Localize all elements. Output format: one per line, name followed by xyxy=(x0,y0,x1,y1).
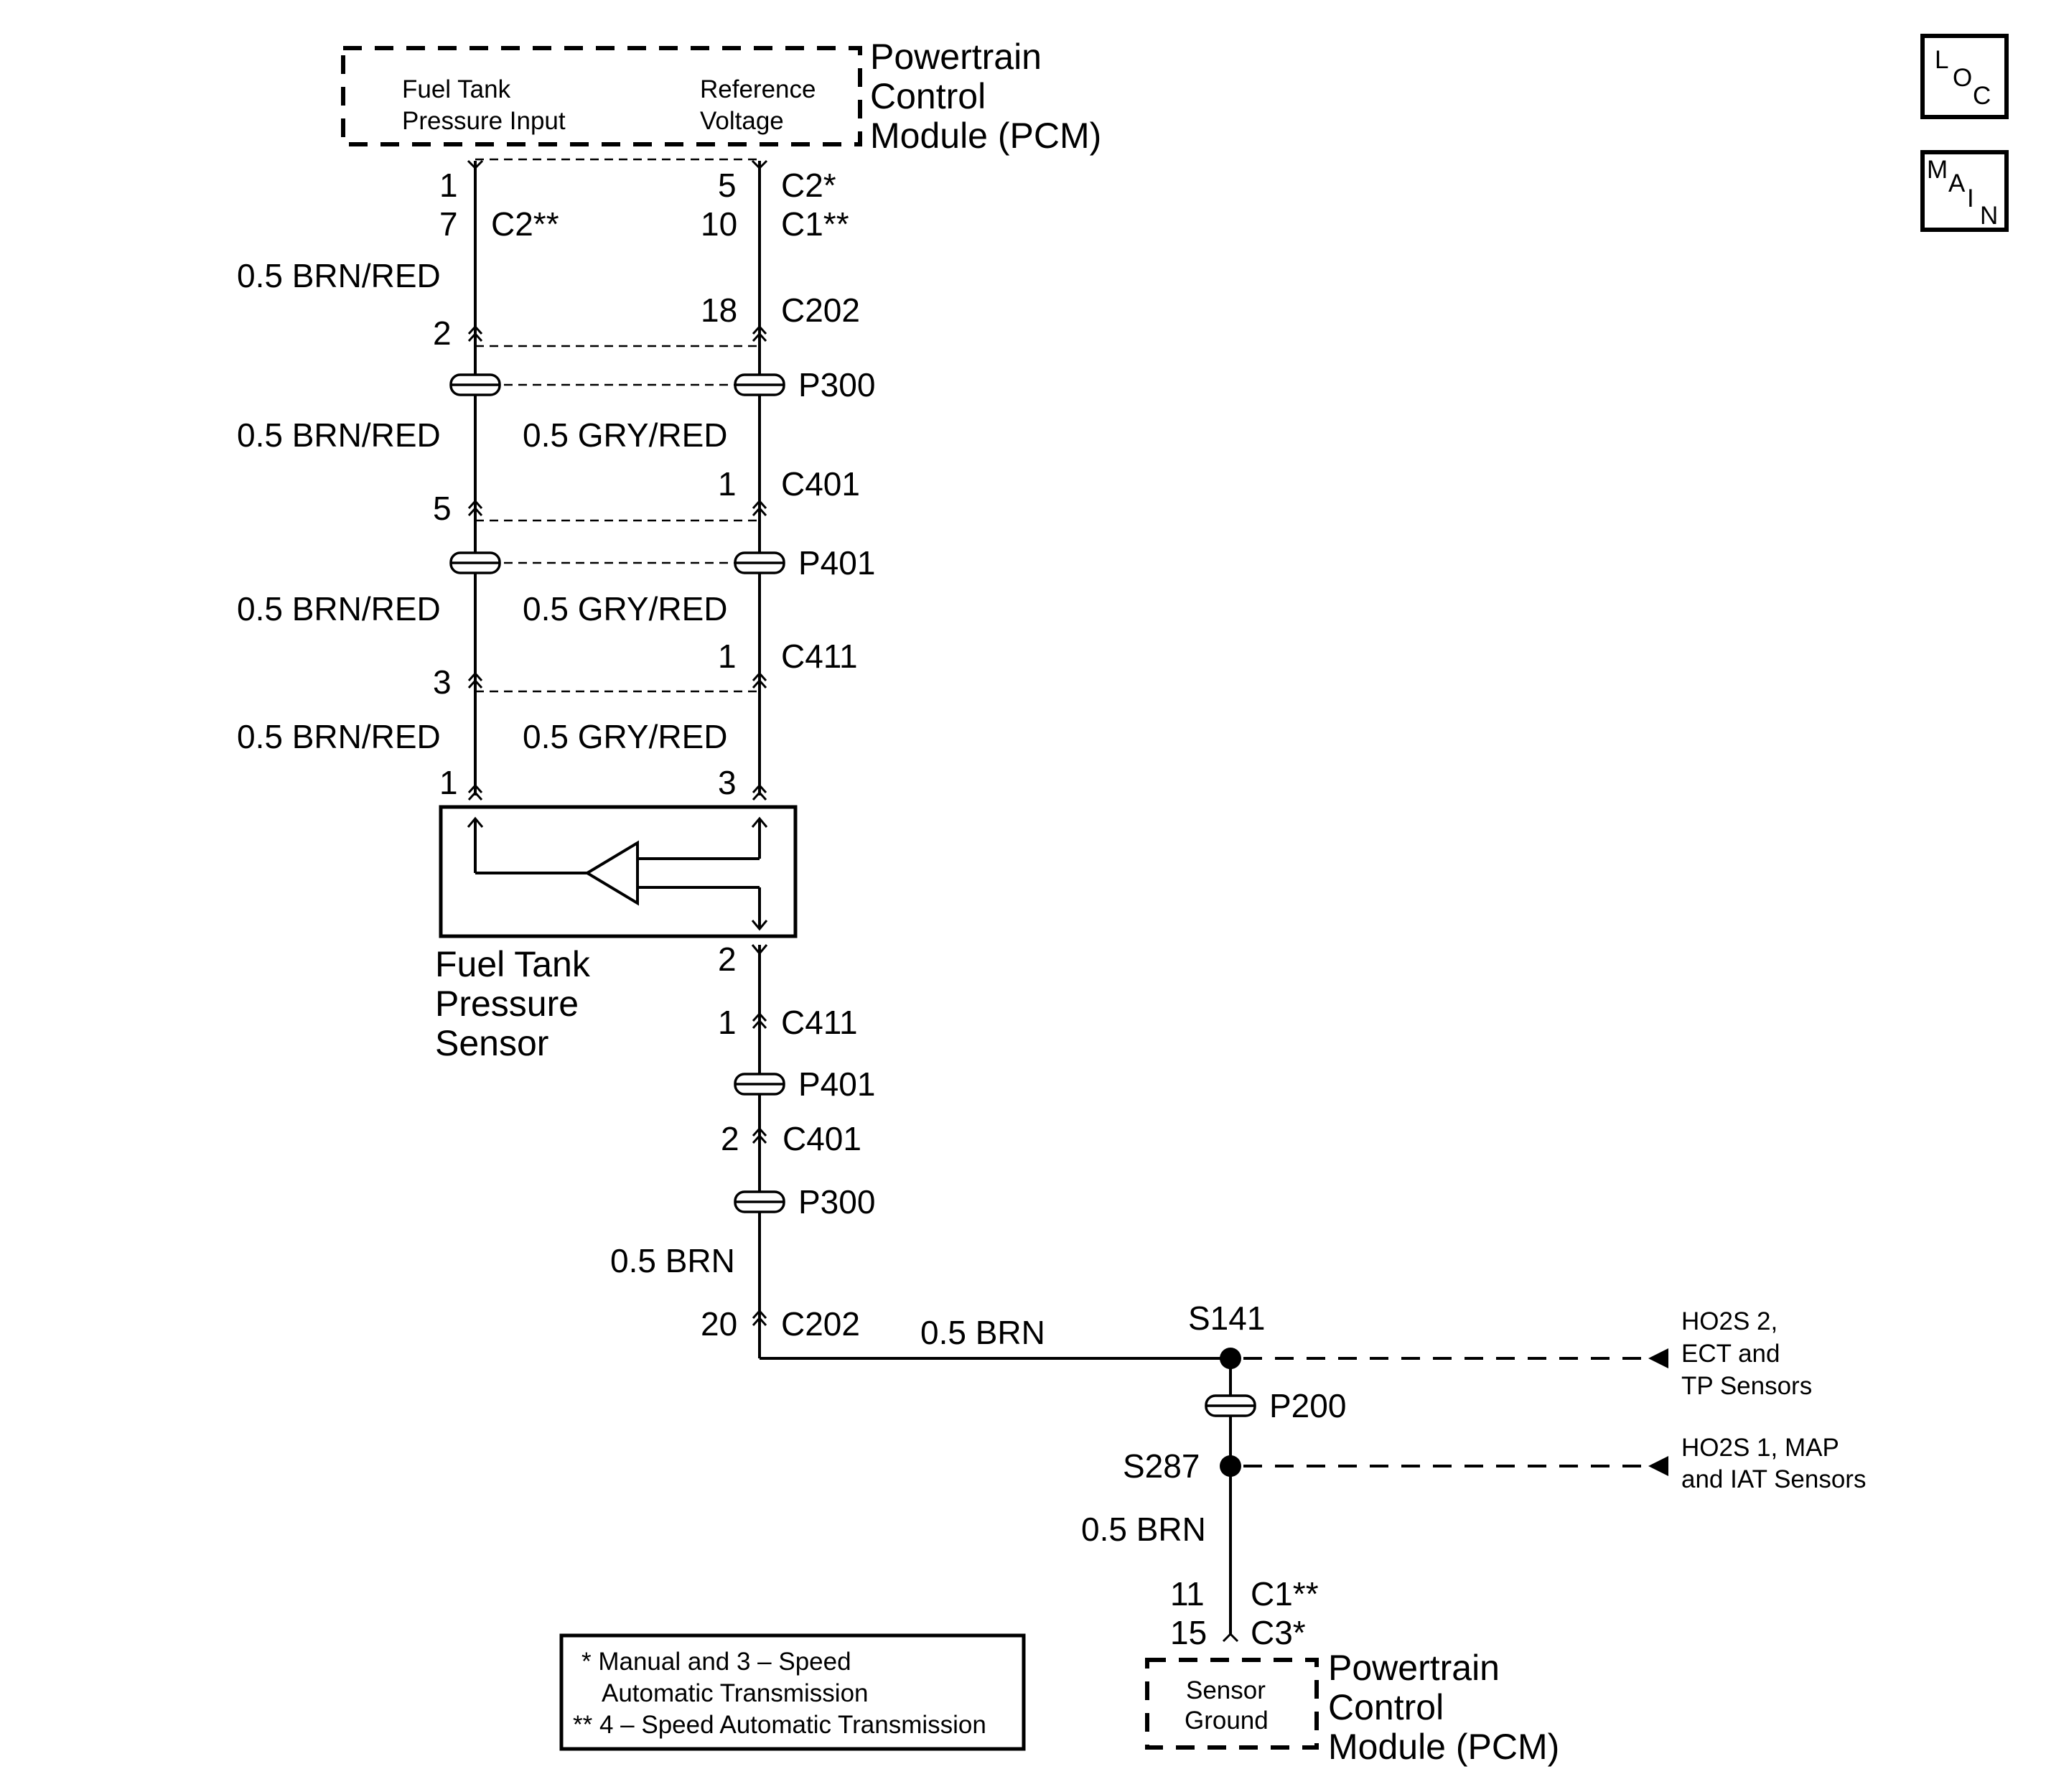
svg-text:O: O xyxy=(1953,64,1972,92)
left-c411-pin: 3 xyxy=(433,663,452,701)
pcm-bottom-title-line1: Powertrain xyxy=(1328,1648,1500,1688)
s141-ref-line1: HO2S 2, xyxy=(1681,1307,1778,1335)
pcm-ground-pin-15: 15 xyxy=(1170,1614,1207,1651)
ground-p300-label: P300 xyxy=(798,1183,875,1221)
ground-c401-label: C401 xyxy=(783,1120,861,1157)
right-c411-label: C411 xyxy=(781,638,858,675)
left-wire-label-3: 0.5 BRN/RED xyxy=(237,590,441,627)
left-p401-splice xyxy=(449,551,501,574)
right-pin-5: 5 xyxy=(718,167,737,204)
pcm-bottom-title-line3: Module (PCM) xyxy=(1328,1727,1559,1767)
right-c411-pin: 1 xyxy=(718,638,737,675)
right-p401-label: P401 xyxy=(798,544,875,582)
loc-button[interactable]: L O C xyxy=(1920,34,2009,119)
p200-splice xyxy=(1205,1394,1256,1417)
ground-c411-pin: 1 xyxy=(718,1004,737,1041)
ground-c202-pin: 20 xyxy=(701,1305,737,1343)
pcm-ground-wire-label: 0.5 BRN xyxy=(1081,1511,1206,1548)
pcm-ground-pin-11: 11 xyxy=(1170,1575,1205,1613)
left-sensor-pin: 1 xyxy=(439,764,458,801)
pcm-top-title-line1: Powertrain xyxy=(870,37,1042,77)
pcm-top-left-pin-line2: Pressure Input xyxy=(402,107,566,135)
ground-wire-h-label: 0.5 BRN xyxy=(920,1314,1045,1351)
ground-p401-label: P401 xyxy=(798,1065,875,1103)
svg-text:I: I xyxy=(1967,185,1974,213)
pcm-top-right-pin-line1: Reference xyxy=(700,75,816,103)
p200-label: P200 xyxy=(1269,1387,1346,1424)
s141-ref-line3: TP Sensors xyxy=(1681,1372,1812,1400)
right-sensor-pin: 3 xyxy=(718,764,737,801)
pcm-bottom-pin-line1: Sensor xyxy=(1186,1676,1266,1704)
pcm-top-box xyxy=(341,46,862,146)
s141-label: S141 xyxy=(1188,1299,1265,1337)
main-button[interactable]: M A I N xyxy=(1920,150,2009,232)
right-c202-label: C202 xyxy=(781,291,860,329)
sensor-label-line1: Fuel Tank xyxy=(435,944,591,984)
ground-p401-splice xyxy=(734,1073,785,1096)
left-p300-splice xyxy=(449,373,501,396)
left-c202-pin: 2 xyxy=(433,314,452,352)
left-wire-label-1: 0.5 BRN/RED xyxy=(237,257,441,294)
right-wire-label-1: 0.5 GRY/RED xyxy=(523,416,727,454)
note-line2: Automatic Transmission xyxy=(602,1679,869,1707)
ground-c202-label: C202 xyxy=(781,1305,860,1343)
pcm-top-title-line3: Module (PCM) xyxy=(870,116,1101,156)
pcm-bottom-title-line2: Control xyxy=(1328,1687,1444,1727)
pcm-top-right-pin-line2: Voltage xyxy=(700,107,784,135)
right-wire-label-3: 0.5 GRY/RED xyxy=(523,718,727,755)
right-p300-splice xyxy=(734,373,785,396)
left-pin-1: 1 xyxy=(439,167,458,204)
right-c401-label: C401 xyxy=(781,465,860,503)
svg-text:A: A xyxy=(1948,169,1966,197)
left-pin-7: 7 xyxy=(439,205,458,243)
pcm-bottom-pin-line2: Ground xyxy=(1185,1707,1269,1735)
ground-c401-pin: 2 xyxy=(721,1120,739,1157)
s141-splice-node xyxy=(1220,1348,1241,1369)
s287-ref-line2: and IAT Sensors xyxy=(1681,1465,1866,1493)
left-wire-label-2: 0.5 BRN/RED xyxy=(237,416,441,454)
left-c401-pin: 5 xyxy=(433,490,452,527)
right-p401-splice xyxy=(734,551,785,574)
right-conn-c2: C2* xyxy=(781,167,836,204)
right-conn-c1: C1** xyxy=(781,205,849,243)
svg-text:C: C xyxy=(1973,82,1991,110)
ground-c411-label: C411 xyxy=(781,1004,858,1041)
s287-label: S287 xyxy=(1123,1447,1200,1485)
amplifier-symbol xyxy=(584,840,639,906)
pcm-ground-conn-c1: C1** xyxy=(1251,1575,1319,1613)
pcm-top-title-line2: Control xyxy=(870,76,986,116)
left-wire-label-4: 0.5 BRN/RED xyxy=(237,718,441,755)
svg-text:L: L xyxy=(1935,46,1948,74)
sensor-ground-pin: 2 xyxy=(718,941,737,978)
right-c401-pin: 1 xyxy=(718,465,737,503)
right-p300-label: P300 xyxy=(798,366,875,403)
ground-wire-label: 0.5 BRN xyxy=(610,1242,735,1279)
sensor-label-line2: Pressure xyxy=(435,984,579,1024)
svg-text:N: N xyxy=(1980,202,1998,230)
left-conn-c2: C2** xyxy=(491,205,559,243)
right-pin-10: 10 xyxy=(701,205,737,243)
note-line3: ** 4 – Speed Automatic Transmission xyxy=(573,1711,986,1739)
sensor-label-line3: Sensor xyxy=(435,1023,548,1063)
ground-p300-splice xyxy=(734,1190,785,1213)
pcm-ground-conn-c3: C3* xyxy=(1251,1614,1306,1651)
s141-ref-line2: ECT and xyxy=(1681,1340,1780,1368)
notes-legend xyxy=(559,1633,1026,1751)
svg-text:M: M xyxy=(1927,156,1948,184)
s287-splice-node xyxy=(1220,1455,1241,1477)
right-wire-label-2: 0.5 GRY/RED xyxy=(523,590,727,627)
pcm-top-left-pin-line1: Fuel Tank xyxy=(402,75,511,103)
right-c202-pin: 18 xyxy=(701,291,737,329)
note-line1: * Manual and 3 – Speed xyxy=(581,1648,851,1676)
s287-ref-line1: HO2S 1, MAP xyxy=(1681,1434,1839,1462)
